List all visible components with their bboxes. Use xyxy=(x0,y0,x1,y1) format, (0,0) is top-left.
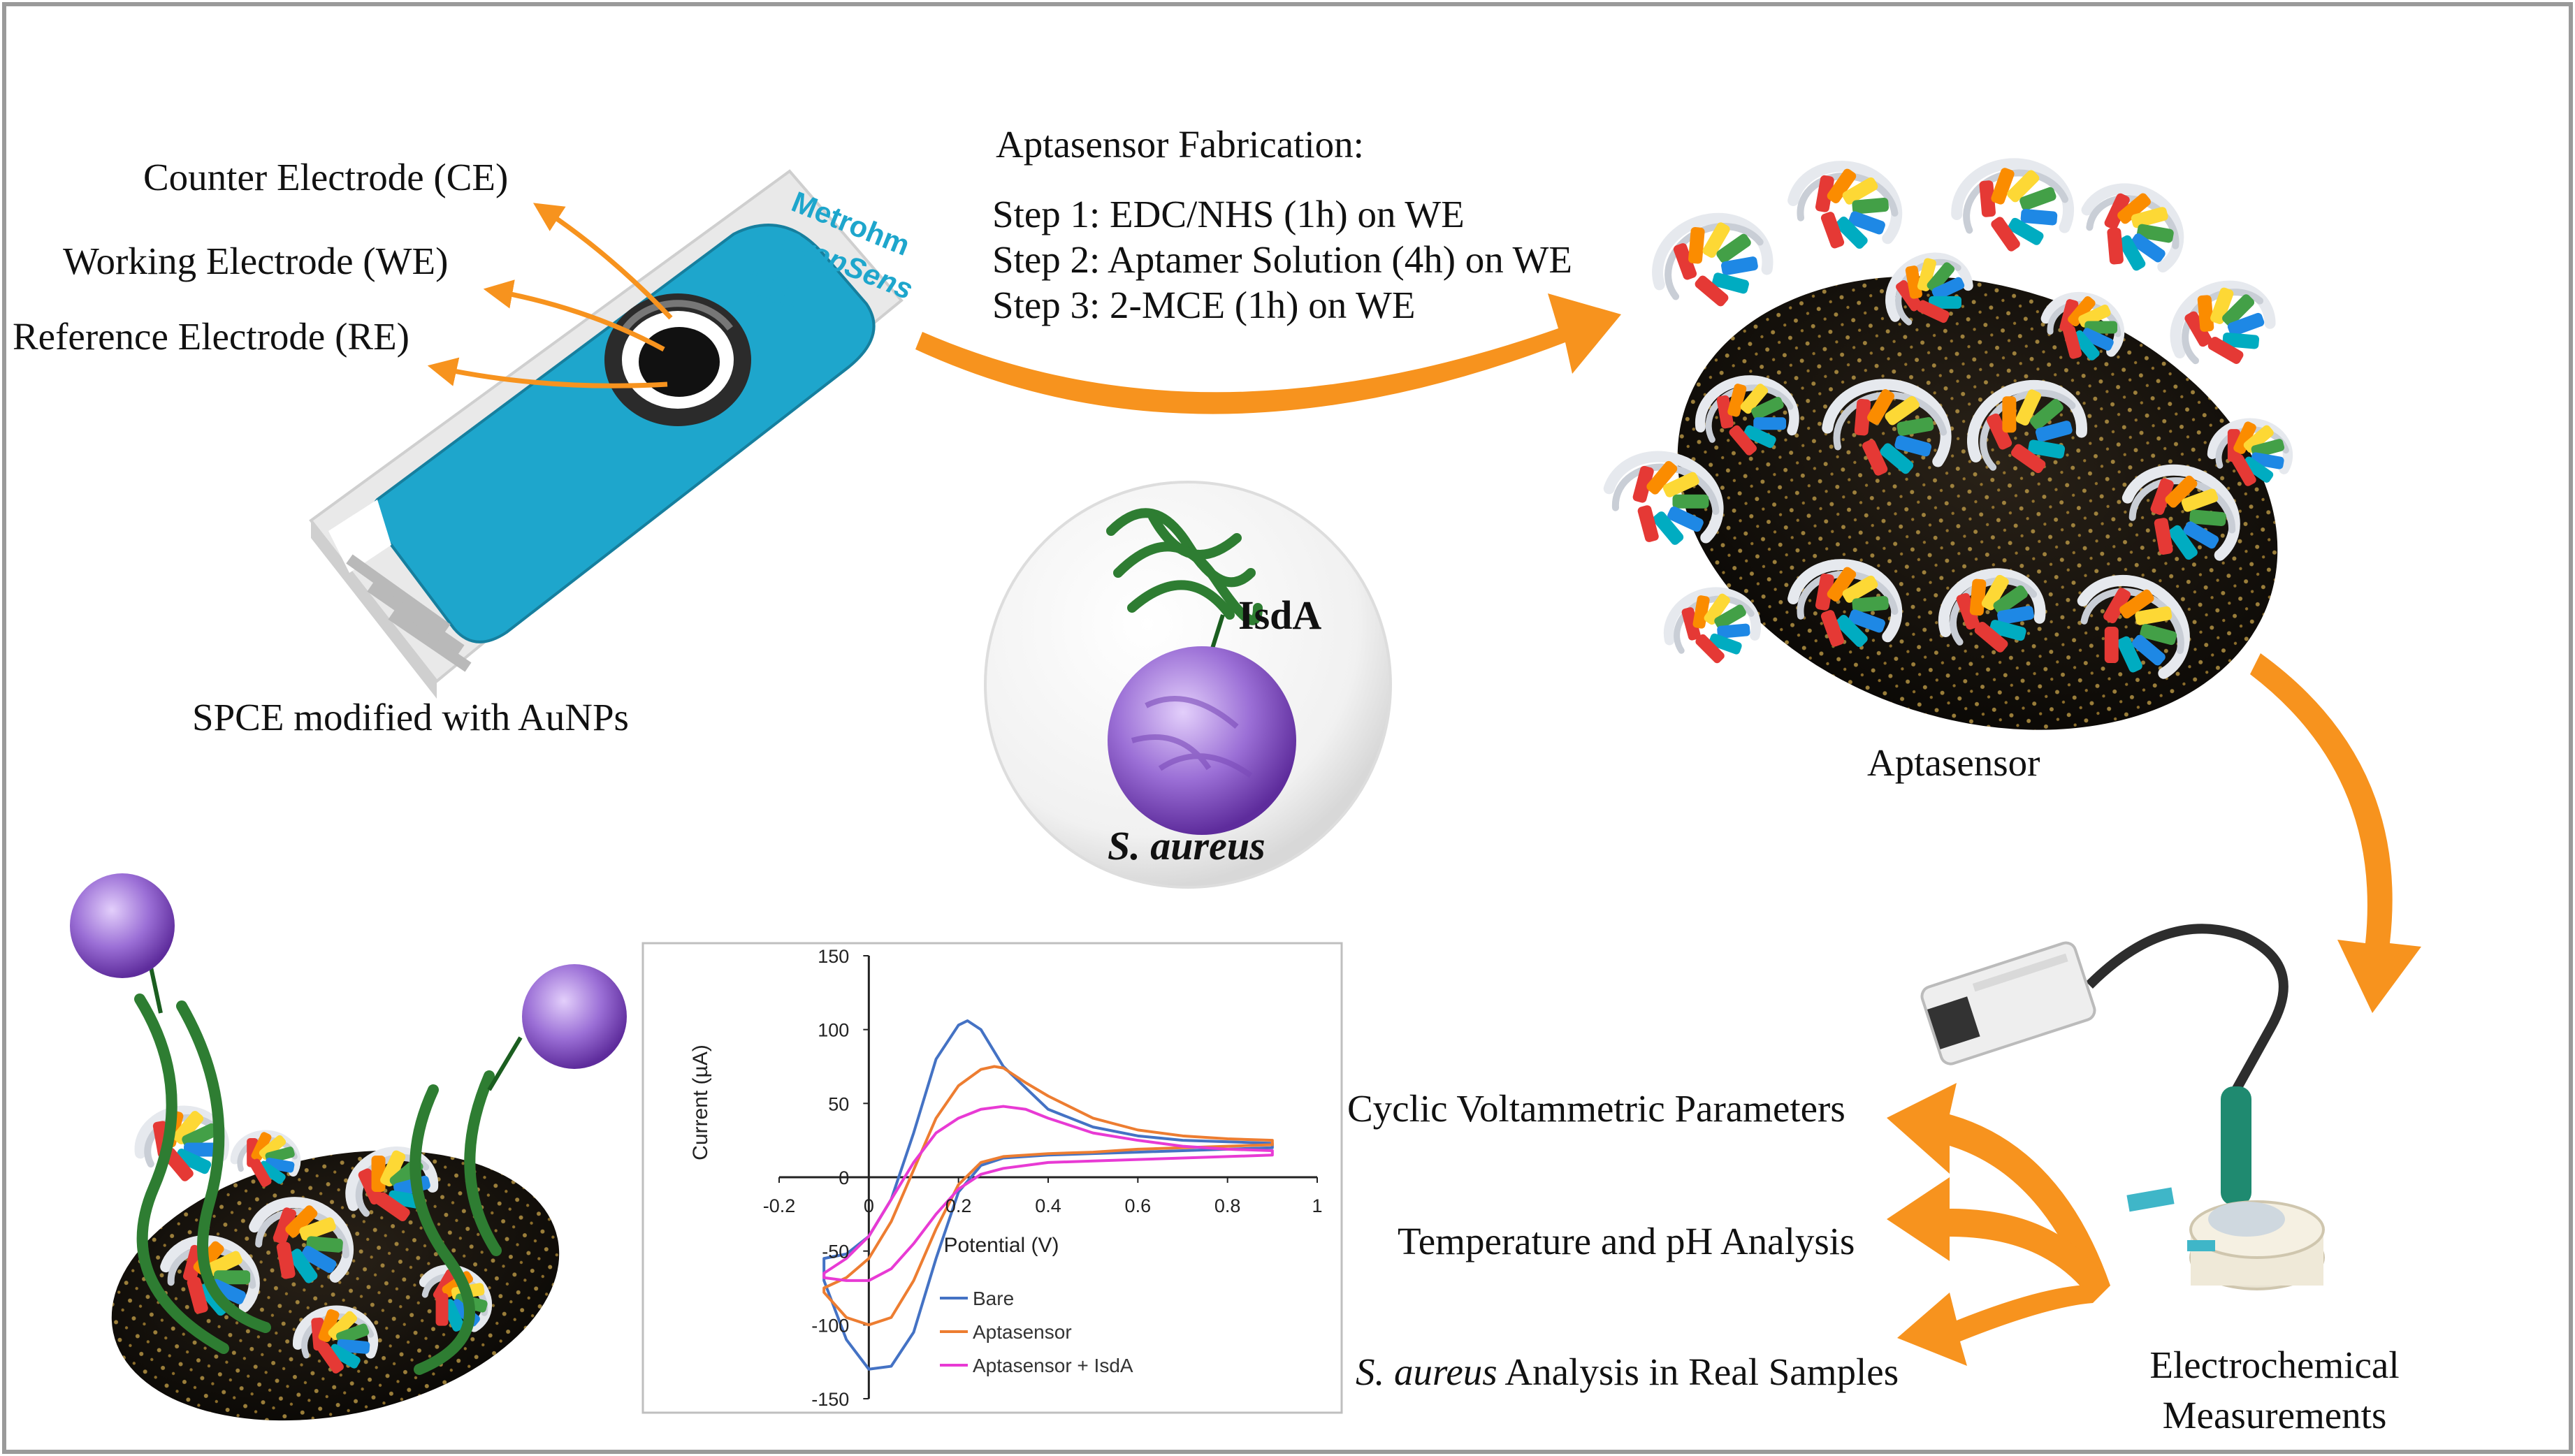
y-tick-label: -100 xyxy=(811,1315,849,1336)
aptasensor-with-bacteria-illustration xyxy=(70,873,627,1421)
x-tick-label: 0.4 xyxy=(1035,1195,1061,1216)
aptamer-helix xyxy=(1603,451,1724,545)
aptamer-helix xyxy=(1967,379,2087,474)
aptamer-helix xyxy=(2081,183,2184,273)
electrode-well xyxy=(604,293,751,426)
aptasensor-label: Aptasensor xyxy=(1867,741,2040,784)
cv-chart-tick-labels: -0.2 0 0.2 0.4 0.6 0.8 1 -150 -100 -50 0 50 100 150 xyxy=(763,946,1323,1410)
x-tick-label: 1 xyxy=(1312,1195,1322,1216)
bacterium-sphere xyxy=(984,481,1392,889)
series-line-3 xyxy=(822,1105,1274,1282)
spce-label: SPCE modified with AuNPs xyxy=(192,696,629,738)
electrochemical-label-line2: Measurements xyxy=(2163,1394,2387,1436)
x-tick-label: -0.2 xyxy=(763,1195,796,1216)
y-tick-label: -150 xyxy=(811,1389,849,1410)
aptamer-helix xyxy=(249,1197,354,1283)
y-tick-label: -50 xyxy=(822,1242,849,1262)
bound-isda-ribbons xyxy=(134,993,502,1375)
real-samples-label: S. aureus Analysis in Real Samples xyxy=(1356,1351,1899,1393)
aptamer-helix xyxy=(1822,379,1952,476)
temperature-ph-label: Temperature and pH Analysis xyxy=(1398,1220,1855,1262)
cv-chart-xlabel: Potential (V) xyxy=(943,1234,1059,1257)
bound-s-aureus-cell-left xyxy=(70,873,175,978)
fabrication-step-1: Step 1: EDC/NHS (1h) on WE xyxy=(992,193,1465,235)
bound-s-aureus-cell-right xyxy=(522,964,627,1069)
working-electrode-label: Working Electrode (WE) xyxy=(63,240,448,282)
cv-parameters-label: Cyclic Voltammetric Parameters xyxy=(1347,1087,1845,1130)
cv-chart-series xyxy=(822,1019,1274,1371)
strip-contacts xyxy=(346,554,472,672)
x-tick-label: 0.8 xyxy=(1214,1195,1241,1216)
sensor-chip xyxy=(2126,1187,2175,1212)
x-tick-label: 0.2 xyxy=(945,1195,972,1216)
aptasensor-to-device-arrow xyxy=(2250,653,2421,1013)
aptamer-helix xyxy=(2040,291,2125,361)
reference-electrode-label: Reference Electrode (RE) xyxy=(13,315,409,358)
aptamer-helix xyxy=(2077,574,2190,679)
aptamer-helix xyxy=(1938,568,2046,653)
isda-label: IsdA xyxy=(1238,592,1321,638)
electrode-holder xyxy=(2221,1086,2251,1205)
y-tick-label: 50 xyxy=(828,1093,849,1114)
aptamer-helix xyxy=(1695,375,1799,456)
aptamer-helix xyxy=(2207,418,2293,486)
isda-protein-ribbon xyxy=(1106,508,1263,625)
fabrication-title: Aptasensor Fabrication: xyxy=(996,123,1364,166)
aptamer-helix xyxy=(293,1305,379,1374)
s-aureus-label: S. aureus xyxy=(1108,823,1265,868)
x-tick-label: 0.6 xyxy=(1125,1195,1152,1216)
aptamer-helix xyxy=(2121,464,2240,561)
counter-electrode-label: Counter Electrode (CE) xyxy=(143,156,508,198)
electrode-pointer-arrows xyxy=(427,203,673,388)
analysis-arrows xyxy=(1887,1083,2110,1366)
aptamer-helix xyxy=(1663,587,1762,664)
aptamer-helix xyxy=(1885,252,1973,326)
cv-chart-ylabel: Current (µA) xyxy=(689,1044,712,1160)
s-aureus-cell xyxy=(1108,646,1296,835)
y-tick-label: 0 xyxy=(839,1167,849,1188)
x-tick-label: 0 xyxy=(864,1195,874,1216)
y-tick-label: 100 xyxy=(818,1020,849,1041)
device-box xyxy=(1920,941,2096,1065)
fabrication-step-3: Step 3: 2-MCE (1h) on WE xyxy=(992,284,1415,326)
aptamer-helix xyxy=(2170,280,2276,365)
aptamer-helices xyxy=(1603,158,2293,679)
aptasensor-illustration xyxy=(1603,158,2293,730)
legend-label-2: Aptasensor xyxy=(973,1321,1072,1343)
aptamer-helix xyxy=(1787,161,1903,249)
aptamer-helix xyxy=(1787,559,1903,647)
cv-chart: -0.2 0 0.2 0.4 0.6 0.8 1 -150 -100 -50 0 50 100 150 P… xyxy=(641,942,1343,1414)
fabrication-step-2: Step 2: Aptamer Solution (4h) on WE xyxy=(992,238,1572,281)
aptamer-helix xyxy=(1652,212,1774,307)
legend-label-3: Aptasensor + IsdA xyxy=(973,1355,1133,1376)
aptamer-helix xyxy=(1951,158,2075,252)
legend-label-1: Bare xyxy=(973,1288,1014,1309)
y-tick-label: 150 xyxy=(818,946,849,967)
aptamer-helix xyxy=(230,1130,301,1187)
potentiostat-device xyxy=(1920,924,2325,1290)
fabrication-arrow xyxy=(915,293,1621,414)
series-line-2 xyxy=(822,1065,1274,1327)
electrochemical-label-line1: Electrochemical xyxy=(2149,1344,2399,1386)
